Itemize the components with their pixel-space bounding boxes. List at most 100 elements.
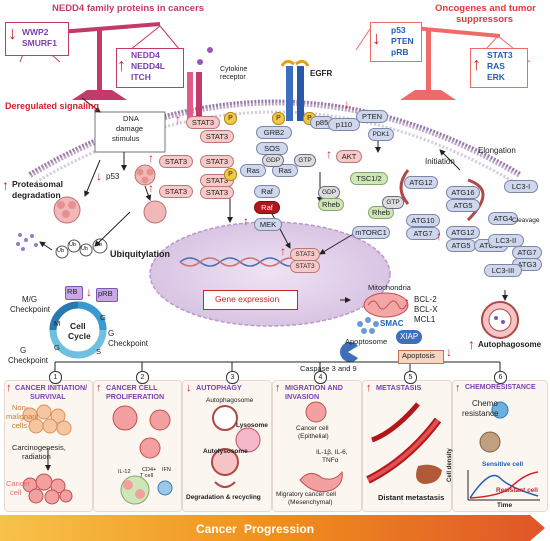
nedd4-family-title: NEDD4 family proteins in cancers: [52, 3, 205, 14]
panel-initiation: [4, 380, 93, 512]
apoptosis-box: [398, 350, 444, 364]
up-arrow-icon: ↑: [468, 336, 475, 352]
raf-active-node: Raf: [254, 201, 280, 214]
stat3-node: STAT3: [159, 155, 193, 168]
up-arrow-icon: ↑: [455, 382, 461, 394]
egfr-receptor-shape: [280, 59, 310, 121]
panel-number: 3: [226, 371, 239, 384]
degradation-recycling-label: Degradation & recycling: [186, 494, 261, 501]
gene-expression-box: [203, 290, 298, 310]
migratory-cell-label-2: (Mesenchymal): [288, 499, 333, 506]
gtp-badge: GTP: [294, 154, 316, 167]
xiap-label: XIAP: [400, 332, 419, 341]
up-arrow-icon: ↑: [472, 54, 481, 74]
autophagosome-shape: [481, 301, 519, 339]
panel-title-line1: AUTOPHAGY: [196, 383, 242, 392]
dna-damage-line1: DNA: [123, 114, 139, 123]
smurf1-label: SMURF1: [22, 38, 57, 48]
distant-metastasis-label: Distant metastasis: [378, 493, 445, 502]
lc3-iii-node: LC3-III: [484, 264, 522, 277]
gtp-badge: GTP: [382, 196, 404, 209]
il12-label: IL-12: [118, 469, 131, 475]
g2-m-checkpoint-line2: Checkpoint: [8, 356, 49, 365]
panel-title-line2: PROLIFERATION: [106, 392, 165, 401]
mtorc1-node: mTORC1: [352, 226, 390, 239]
ras-label: RAS: [487, 61, 505, 71]
lysosome-label: Lysosome: [236, 422, 268, 429]
down-arrow-icon: ↓: [372, 28, 381, 48]
chemo-resistance-label-1: Chemo: [472, 399, 498, 408]
down-arrow-icon: ↓: [344, 97, 350, 111]
atg12-node: ATG12: [404, 176, 438, 189]
oncogenes-title-line2: suppressors: [456, 14, 514, 25]
atg10-node: ATG10: [406, 214, 440, 227]
deregulated-signaling-label: Deregulated signaling: [5, 101, 100, 111]
phase-s-label: S: [96, 347, 102, 356]
panel-number: 1: [49, 371, 62, 384]
elongation-label: Elongation: [478, 146, 516, 155]
ub-label: Ub: [69, 242, 77, 248]
time-axis-label: Time: [497, 502, 513, 509]
up-arrow-icon: ↑: [404, 295, 410, 309]
itch-label: ITCH: [131, 72, 151, 82]
p110-node: p110: [328, 118, 360, 131]
stat3-dimer-node: STAT3: [290, 260, 320, 273]
stat3-node: STAT3: [186, 116, 220, 129]
resistant-cell-label: Resistant cell: [496, 487, 538, 494]
cell-density-axis-label: Cell density: [447, 448, 453, 482]
cancer-cell-label-1: Cancer: [6, 479, 31, 488]
atg16-node: ATG16: [446, 186, 480, 199]
apoptosome-label: Apoptosome: [345, 337, 388, 346]
panel-title-line1: CANCER INITIATION/: [15, 383, 88, 392]
panel-title-line2: INVASION: [285, 392, 320, 401]
right-down-pan: [370, 22, 422, 62]
phospho-badge: P: [224, 168, 237, 181]
phase-m-label: M: [54, 319, 61, 328]
stat3-label: STAT3: [487, 50, 513, 60]
cytokine-receptor-label-1: Cytokine: [220, 66, 248, 73]
stat3-node: STAT3: [200, 155, 234, 168]
down-arrow-icon: ↓: [96, 169, 102, 183]
lc3-i-node: LC3-I: [504, 180, 538, 193]
panel-metastasis: [362, 380, 452, 512]
rheb-node: Rheb: [318, 198, 344, 211]
nonmalignant-label-2: malignant: [6, 412, 39, 421]
pdk1-node: PDK1: [368, 128, 394, 141]
tsc-node: TSC1/2: [350, 172, 388, 185]
ub-label: Ub: [57, 248, 65, 254]
up-arrow-icon: ↑: [280, 244, 286, 258]
pten-label: PTEN: [391, 36, 414, 46]
prb-node: [96, 288, 118, 302]
down-arrow-icon: ↓: [186, 382, 192, 394]
progression-arrow: [0, 515, 545, 541]
bcl2-label: BCL-2: [414, 295, 437, 304]
cancer-progression-word2: Progression: [244, 522, 315, 536]
caspase-label: Caspase 3 and 9: [300, 364, 357, 373]
atg12-node: ATG12: [446, 226, 480, 239]
rb-node: [65, 286, 83, 300]
pten-node: PTEN: [356, 110, 388, 123]
ifn-label: IFN: [162, 467, 171, 473]
up-arrow-icon: ↑: [326, 147, 332, 161]
mek-node: MEK: [254, 218, 282, 231]
cytokine-receptor-label-2: receptor: [220, 74, 246, 81]
ubiquitylation-label: Ubiquitylation: [110, 249, 170, 259]
down-arrow-icon: ↓: [8, 23, 17, 43]
panel-title-line2: SURVIVAL: [30, 392, 66, 401]
autolysosome-label: Autolysosome: [203, 448, 248, 455]
panel-title-line1: CHEMORESISTANCE: [465, 384, 536, 391]
gene-expression-label: Gene expression: [215, 294, 280, 304]
atg5-node: ATG5: [446, 199, 480, 212]
right-up-pan: [470, 48, 528, 88]
chemo-resistance-label-2: resistance: [462, 409, 499, 418]
prb-label: pRB: [98, 289, 113, 298]
nonmalignant-label-1: Non-: [12, 403, 29, 412]
cell-cycle-title-2: Cycle: [68, 331, 91, 341]
ub-label: Ub: [81, 246, 89, 252]
panel-title-line1: CANCER CELL: [106, 383, 158, 392]
cancer-cell-label-2: cell: [10, 488, 22, 497]
akt-node: AKT: [336, 150, 362, 163]
carcinogenesis-label-2: radiation: [22, 452, 51, 461]
nonmalignant-label-3: cells: [12, 421, 28, 430]
atg7-node: ATG7: [406, 227, 440, 240]
